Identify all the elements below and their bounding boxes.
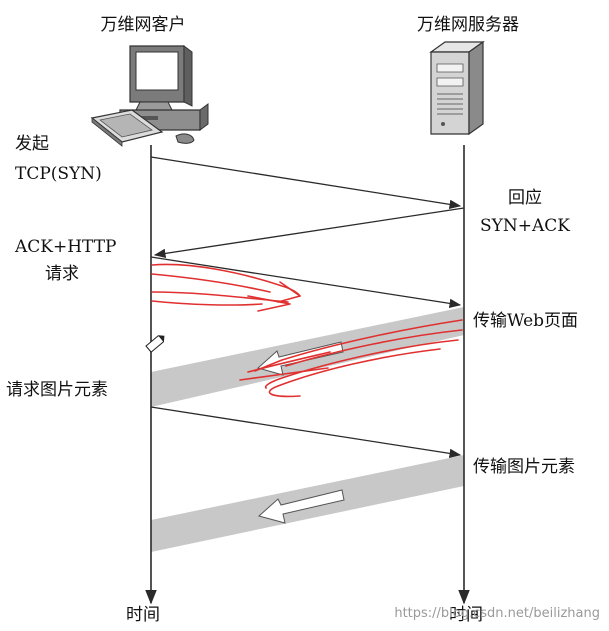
server-tower-icon [429,40,485,136]
image-request-arrow [150,406,462,459]
red-annotation-strokes [151,263,463,398]
send-syn-label-line2: TCP(SYN) [15,164,102,184]
send-syn-label-line1: 发起 [15,134,49,154]
image-direction-arrow [257,489,345,524]
pencil-cursor-icon [145,335,165,353]
syn-arrow [150,156,462,209]
request-image-label: 请求图片元素 [6,380,108,400]
client-time-label: 时间 [126,605,160,625]
ack-http-label-line2: 请求 [45,264,79,284]
server-time-label: 时间 [449,605,483,625]
syn-ack-arrow [153,207,465,259]
reply-label-line2: SYN+ACK [480,216,570,236]
client-title: 万维网客户 [101,15,186,35]
send-image-label: 传输图片元素 [473,457,575,477]
watermark: https://blog.csdn.net/beilizhang [394,606,600,621]
desktop-computer-icon [90,45,209,147]
http-request-arrow [150,256,462,309]
ack-http-label-line1: ACK+HTTP [14,237,117,257]
server-title: 万维网服务器 [417,15,519,35]
reply-label-line1: 回应 [508,188,542,208]
send-page-label: 传输Web页面 [473,311,578,331]
